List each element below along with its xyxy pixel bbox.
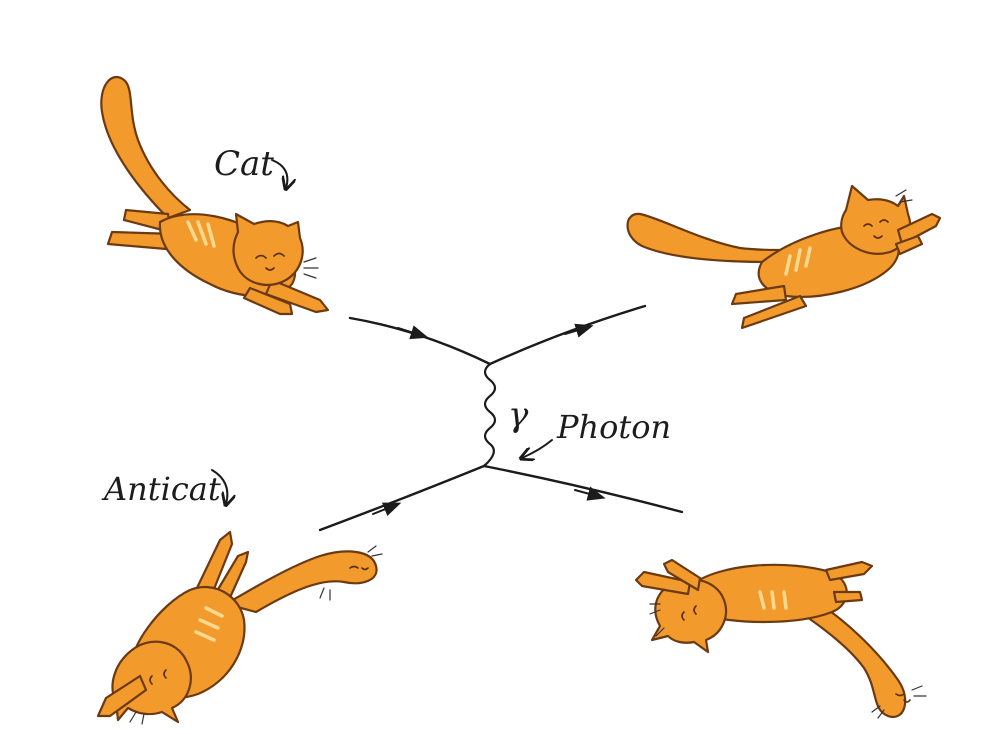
cat-top-right-front-leg-2 [894,234,924,256]
cat-top-left-tail [100,76,192,220]
anticat-bottom-right-front-leg [634,570,692,596]
incoming-anticat-arrow [372,502,402,517]
anticat-bottom-right-tail-whiskers [871,685,927,719]
photon-symbol: γ [508,395,529,435]
anticat-bottom-left-tail [224,550,378,614]
cat-top-right-head [840,184,912,255]
photon-pointer-arrow [522,439,553,458]
cat-top-left-whiskers [303,257,319,279]
anticat-pointer-arrow [211,469,227,504]
cat-top-left-face [255,252,285,271]
anticat-bottom-right-face [681,605,697,621]
cat-top-right-stripes [784,246,812,276]
anticat-bottom-right-head [650,578,728,654]
cat-top-left-front-leg-2 [242,286,294,316]
anticat-bottom-left-whiskers [129,711,145,725]
anticat-bottom-right-stripes [758,590,788,610]
incoming-cat-line [348,316,492,366]
cat-top-right-face [863,219,889,239]
incoming-anticat-line [318,464,486,532]
anticat-bottom-left-tail-whiskers [319,545,383,601]
photon-line [482,362,497,468]
anticat-bottom-right-tail-face [895,693,911,703]
anticat-bottom-right-leg [824,560,874,582]
anticat-bottom-left [96,530,383,725]
cat-top-right-tail [626,212,782,264]
anticat-label: Anticat [101,470,221,508]
labels: Cat Anticat γ Photon [101,144,671,508]
anticat-bottom-right-tail [798,602,907,719]
cat-top-right [626,184,942,330]
incoming-cat-arrow [397,325,429,340]
cat-top-left [100,76,330,316]
anticat-bottom-left-face [149,669,167,685]
outgoing-cat-arrow [564,323,594,338]
outgoing-anticat-arrow [574,486,606,501]
feynman-diagram [318,304,684,532]
anticat-bottom-left-head [111,640,192,724]
anticat-bottom-right-leg-2 [832,590,864,604]
cat-top-left-front-leg [264,278,330,314]
cat-top-right-whiskers [895,189,913,203]
photon-label: Photon [556,408,671,446]
cat-top-left-stripes [186,220,216,248]
anticat-bottom-left-front-leg [96,674,148,718]
cat-pointer-arrow [271,159,287,188]
cat-top-right-hind-leg [730,284,788,306]
anticat-bottom-left-tail-face [349,565,369,571]
anticat-bottom-right [634,558,927,719]
anticat-bottom-right-front-leg-2 [662,558,702,592]
outgoing-anticat-line [482,464,684,514]
outgoing-cat-line [488,304,647,366]
cat-top-right-hind-leg-2 [740,294,808,330]
cat-label: Cat [214,144,274,184]
anticat-bottom-left-stripes [194,606,224,642]
cat-top-left-head [232,212,304,286]
anticat-bottom-right-whiskers [649,603,665,637]
